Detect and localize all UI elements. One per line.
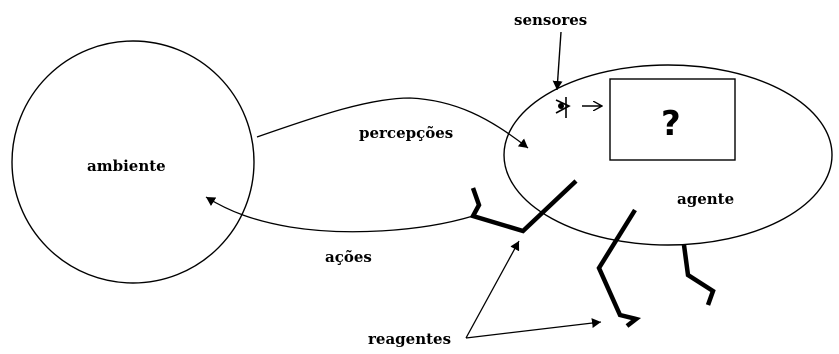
sensors-label: sensores [514,11,587,29]
effector-leg-back [681,244,716,306]
environment-label: ambiente [87,157,166,175]
perceptions-arrow [256,97,529,149]
perceptions-label: percepções [359,124,453,142]
effectors-label: reagentes [368,330,451,348]
agent-ellipse [503,64,833,246]
effectors-pointer-leg [465,318,602,339]
question-mark: ? [661,104,681,144]
effector-leg-front [596,208,642,328]
environment-circle [11,40,255,284]
agent-label: agente [677,190,734,208]
actions-arrow [205,196,474,233]
eye-icon [555,97,571,118]
sensors-pointer-arrow [552,31,563,91]
agent-program-box [609,78,736,161]
actions-label: ações [325,248,372,266]
effector-arm [469,179,578,234]
effectors-pointer-arm [465,240,520,339]
